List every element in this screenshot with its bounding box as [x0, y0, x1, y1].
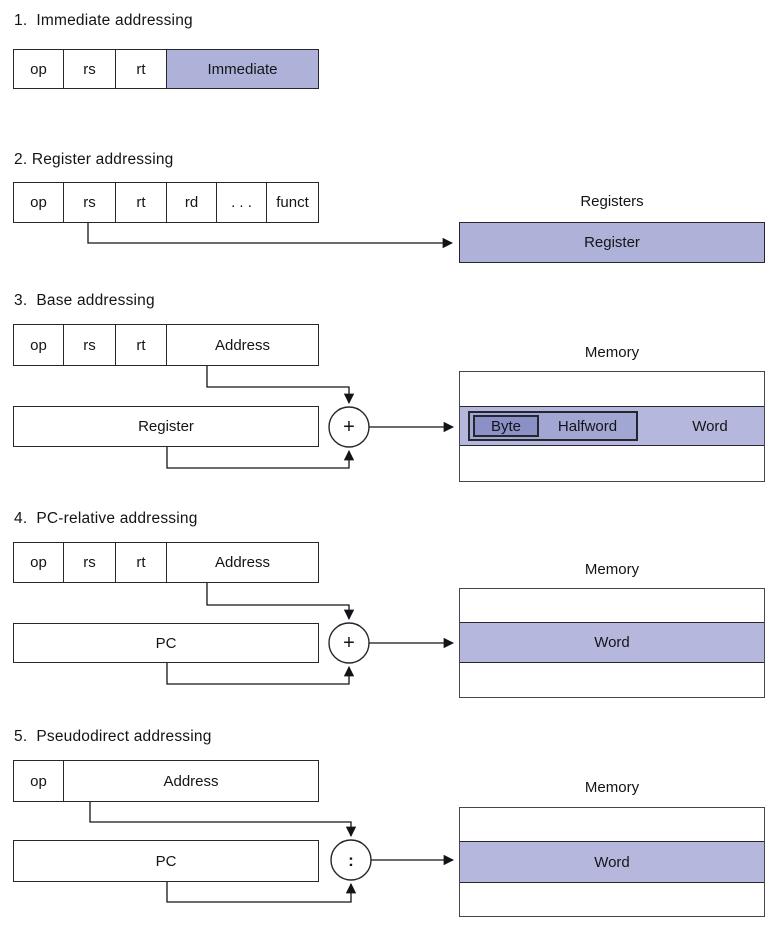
s4-pc-to-adder-arrow	[166, 663, 355, 685]
s2-registers-title: Registers	[580, 193, 644, 210]
s4-pc-box: PC	[13, 623, 319, 663]
s4-memory-row-bottom	[460, 663, 764, 697]
s2-field-dots: . . .	[217, 183, 267, 222]
s4-plus-operator: +	[343, 632, 355, 654]
s4-field-op: op	[14, 543, 64, 582]
s4-address-to-adder-arrow	[206, 583, 355, 621]
s4-memory-row-data: Word	[460, 622, 764, 663]
s4-field-rt: rt	[116, 543, 167, 582]
s3-memory-row-top	[460, 372, 764, 406]
s4-field-rs: rs	[64, 543, 116, 582]
s5-address-to-concat-arrow	[89, 802, 357, 838]
s4-memory-box: Word	[459, 588, 765, 698]
s5-memory-title: Memory	[584, 779, 640, 796]
s5-field-address: Address	[163, 772, 219, 790]
s3-instruction-format: op rs rt Address	[13, 324, 319, 366]
s5-pc-box: PC	[13, 840, 319, 882]
s2-instruction-format: op rs rt rd . . . funct	[13, 182, 319, 223]
section3-title: 3. Base addressing	[14, 292, 155, 309]
s3-field-address: Address	[214, 336, 271, 354]
s3-field-rt: rt	[116, 325, 167, 365]
s3-word-label: Word	[692, 417, 728, 435]
s5-pc-to-concat-arrow	[166, 882, 357, 903]
s4-word-label: Word	[594, 634, 630, 651]
s3-halfword-box: Byte Halfword	[468, 411, 638, 441]
section2-title: 2. Register addressing	[14, 151, 174, 168]
s2-field-rd: rd	[167, 183, 217, 222]
s2-rs-to-register-arrow	[87, 223, 454, 249]
s2-field-funct: funct	[276, 194, 309, 211]
s4-memory-row-top	[460, 589, 764, 622]
s5-memory-row-data: Word	[460, 841, 764, 883]
s1-field-op: op	[14, 50, 64, 88]
s5-memory-row-bottom	[460, 883, 764, 916]
s3-address-to-adder-arrow	[206, 366, 355, 405]
s5-field-op: op	[14, 761, 64, 801]
section5-title: 5. Pseudodirect addressing	[14, 728, 212, 745]
s1-field-rs: rs	[64, 50, 116, 88]
s3-field-op: op	[14, 325, 64, 365]
s2-field-op: op	[14, 183, 64, 222]
s5-memory-box: Word	[459, 807, 765, 917]
s5-concat-operator: :	[348, 850, 354, 870]
s5-instruction-format: op Address	[13, 760, 319, 802]
s2-register-box: Register	[459, 222, 765, 263]
s4-field-address: Address	[214, 554, 271, 571]
s3-register-to-adder-arrow	[166, 447, 355, 469]
s3-plus-operator: +	[343, 416, 355, 438]
s4-instruction-format: op rs rt Address	[13, 542, 319, 583]
s3-halfword-label: Halfword	[557, 417, 618, 435]
s3-memory-box: Byte Halfword Word	[459, 371, 765, 482]
s3-field-rs: rs	[64, 325, 116, 365]
s4-memory-title: Memory	[584, 561, 640, 578]
s2-field-rt: rt	[116, 183, 167, 222]
s5-word-label: Word	[594, 853, 630, 871]
s3-memory-row-bottom	[460, 446, 764, 481]
s5-memory-row-top	[460, 808, 764, 841]
s1-field-immediate: Immediate	[167, 50, 318, 88]
s3-register-box: Register	[13, 406, 319, 447]
s1-field-rt: rt	[116, 50, 167, 88]
s3-byte-box: Byte	[473, 415, 539, 437]
section1-title: 1. Immediate addressing	[14, 12, 193, 29]
s3-memory-title: Memory	[584, 344, 640, 361]
s3-memory-row-data: Byte Halfword Word	[460, 406, 764, 446]
section4-title: 4. PC-relative addressing	[14, 510, 198, 527]
s1-instruction-format: op rs rt Immediate	[13, 49, 319, 89]
s2-field-rs: rs	[64, 183, 116, 222]
